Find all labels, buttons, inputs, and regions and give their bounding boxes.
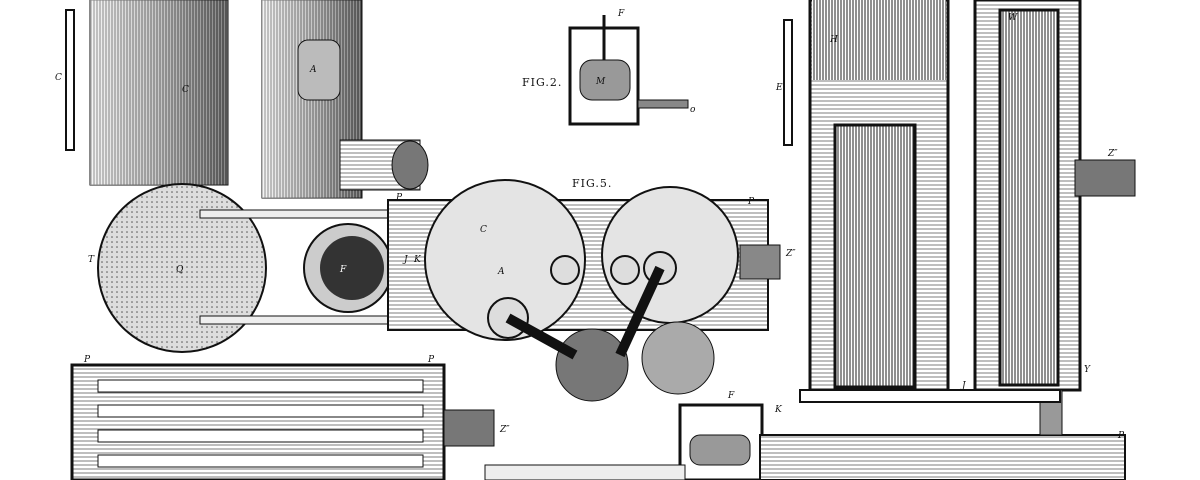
right-tower-w: W Y J Z″ (799, 0, 1136, 436)
svg-text:T: T (88, 255, 95, 265)
svg-text:P: P (1117, 431, 1125, 441)
svg-text:W: W (1008, 13, 1018, 23)
svg-text:Z″: Z″ (499, 425, 510, 435)
svg-text:F: F (727, 391, 735, 401)
left-cylinder-c: C (89, 0, 229, 186)
middle-cylinder: A (261, 0, 429, 199)
bottom-valve-assembly: F K P (484, 391, 1126, 480)
svg-text:F: F (617, 9, 625, 19)
fig2-valve-box: F M o FIG.2. (522, 9, 696, 126)
svg-text:Y: Y (1084, 365, 1091, 375)
fig2-label: FIG.2. (522, 76, 562, 89)
svg-text:K: K (413, 255, 422, 265)
svg-text:K: K (774, 405, 783, 415)
svg-text:C: C (55, 73, 62, 83)
svg-text:P: P (427, 355, 435, 365)
svg-text:F: F (339, 265, 347, 275)
svg-text:Z″: Z″ (1107, 149, 1118, 159)
svg-text:J: J (402, 255, 409, 265)
svg-text:H: H (829, 35, 838, 45)
svg-text:P: P (83, 355, 91, 365)
svg-text:A: A (497, 267, 505, 277)
right-tower-h: H E (775, 0, 950, 392)
svg-text:J: J (960, 381, 967, 391)
svg-text:P: P (395, 193, 403, 203)
svg-text:A: A (309, 65, 317, 75)
svg-text:Q: Q (176, 265, 184, 275)
fig5-assembly: Q T F C A P P J K Z″ (88, 179, 796, 402)
fig5-label: FIG.5. (572, 177, 612, 190)
svg-text:E: E (775, 83, 783, 93)
gauge-glass: C (55, 9, 75, 151)
svg-text:o: o (690, 105, 696, 115)
svg-text:C: C (480, 225, 487, 235)
bottom-condenser: P P Z″ (70, 355, 510, 480)
svg-text:P: P (747, 197, 755, 207)
svg-text:C: C (182, 85, 189, 95)
svg-text:Z″: Z″ (785, 249, 796, 259)
svg-text:M: M (595, 77, 606, 87)
